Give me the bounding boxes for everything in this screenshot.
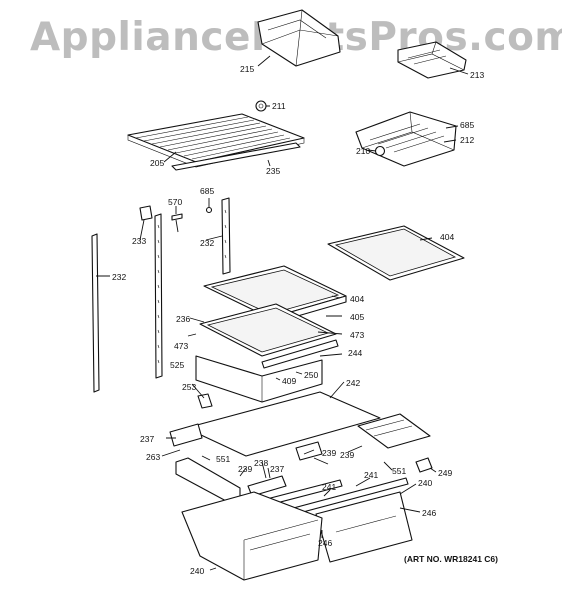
callout-232-left: 232 bbox=[112, 272, 126, 282]
bracket-233 bbox=[139, 205, 153, 221]
callout-237-left: 237 bbox=[140, 434, 154, 444]
callout-263: 263 bbox=[146, 452, 160, 462]
rail-244 bbox=[261, 339, 339, 369]
callout-249: 249 bbox=[438, 468, 452, 478]
ladder-rail-232-c bbox=[91, 233, 100, 393]
screw-570 bbox=[171, 213, 183, 233]
callout-404-lower: 404 bbox=[350, 294, 364, 304]
callout-685-mid: 685 bbox=[200, 186, 214, 196]
slide-237-left bbox=[169, 423, 203, 447]
callout-240-right: 240 bbox=[418, 478, 432, 488]
callout-211: 211 bbox=[272, 101, 286, 111]
callout-241-a: 241 bbox=[322, 482, 336, 492]
callout-551-right: 551 bbox=[392, 466, 406, 476]
callout-239-left: 239 bbox=[238, 464, 252, 474]
callout-210: 210 bbox=[356, 146, 370, 156]
wire-basket-212 bbox=[355, 111, 457, 167]
knob-211 bbox=[255, 100, 267, 112]
trim-235 bbox=[171, 142, 301, 171]
door-bin-215 bbox=[257, 9, 341, 67]
callout-244: 244 bbox=[348, 348, 362, 358]
clip-253 bbox=[197, 393, 213, 409]
callout-253: 253 bbox=[182, 382, 196, 392]
drawer-250 bbox=[195, 355, 323, 403]
glass-cover-242 bbox=[185, 391, 381, 457]
callout-405: 405 bbox=[350, 312, 364, 322]
callout-685-top: 685 bbox=[460, 120, 474, 130]
callout-241-b: 241 bbox=[364, 470, 378, 480]
callout-404-upper: 404 bbox=[440, 232, 454, 242]
callout-237-mid: 237 bbox=[270, 464, 284, 474]
glass-shelf-404-upper bbox=[327, 225, 465, 281]
callout-246-right: 246 bbox=[422, 508, 436, 518]
callout-570: 570 bbox=[168, 197, 182, 207]
dairy-tray-213 bbox=[397, 41, 467, 79]
bracket-239-left bbox=[175, 457, 241, 503]
ladder-rail-232-b bbox=[221, 197, 231, 275]
callout-labels: 215 213 211 685 212 205 235 210 685 570 … bbox=[112, 64, 484, 576]
slide-239-center bbox=[295, 441, 323, 461]
callout-246-center: 246 bbox=[318, 538, 332, 548]
callout-233: 233 bbox=[132, 236, 146, 246]
screw-685-mid bbox=[205, 206, 213, 214]
bin-240-left bbox=[181, 491, 323, 581]
callout-239-center: 239 bbox=[322, 448, 336, 458]
callout-235: 235 bbox=[266, 166, 280, 176]
callout-232-mid: 232 bbox=[200, 238, 214, 248]
callout-525: 525 bbox=[170, 360, 184, 370]
callout-213: 213 bbox=[470, 70, 484, 80]
callout-409: 409 bbox=[282, 376, 296, 386]
crisper-cover-236 bbox=[199, 303, 337, 357]
callout-473-right: 473 bbox=[350, 330, 364, 340]
callout-250: 250 bbox=[304, 370, 318, 380]
ladder-rail-232-a bbox=[154, 213, 163, 379]
callout-240-left: 240 bbox=[190, 566, 204, 576]
knob-210 bbox=[374, 145, 386, 157]
callout-238: 238 bbox=[254, 458, 268, 468]
leader-lines bbox=[96, 55, 469, 571]
glass-shelf-404-lower bbox=[203, 265, 347, 325]
wire-shelf-205 bbox=[127, 113, 305, 168]
callout-215: 215 bbox=[240, 64, 254, 74]
callout-212: 212 bbox=[460, 135, 474, 145]
part-249 bbox=[415, 457, 433, 473]
bin-240-right bbox=[315, 491, 413, 563]
callout-205: 205 bbox=[150, 158, 164, 168]
callout-236: 236 bbox=[176, 314, 190, 324]
callout-473-left: 473 bbox=[174, 341, 188, 351]
callout-551-left: 551 bbox=[216, 454, 230, 464]
slide-239-right bbox=[357, 413, 431, 449]
callout-242: 242 bbox=[346, 378, 360, 388]
callout-239-right: 239 bbox=[340, 450, 354, 460]
art-number: (ART NO. WR18241 C6) bbox=[404, 554, 498, 564]
